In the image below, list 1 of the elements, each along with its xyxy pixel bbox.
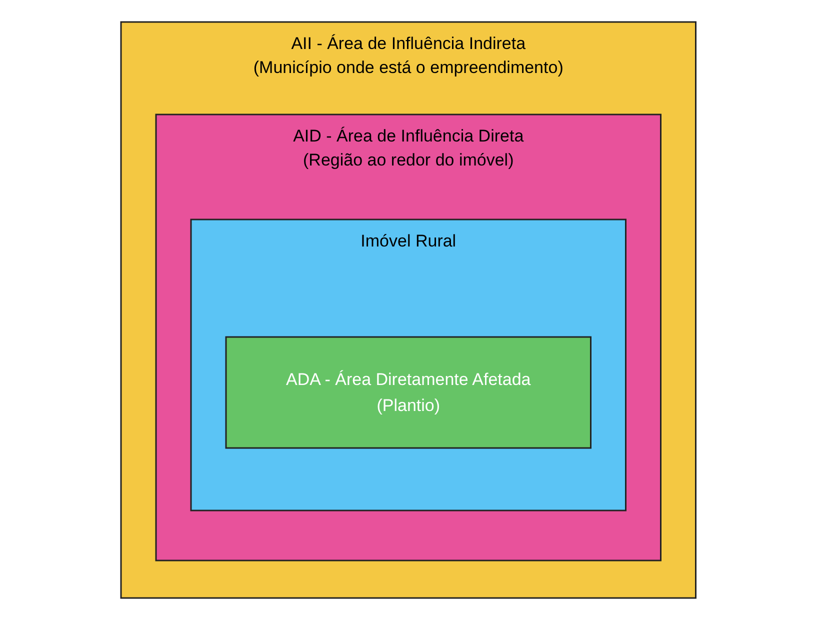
node-box: ADA - Área Diretamente Afetada (Plantio): [225, 336, 592, 448]
